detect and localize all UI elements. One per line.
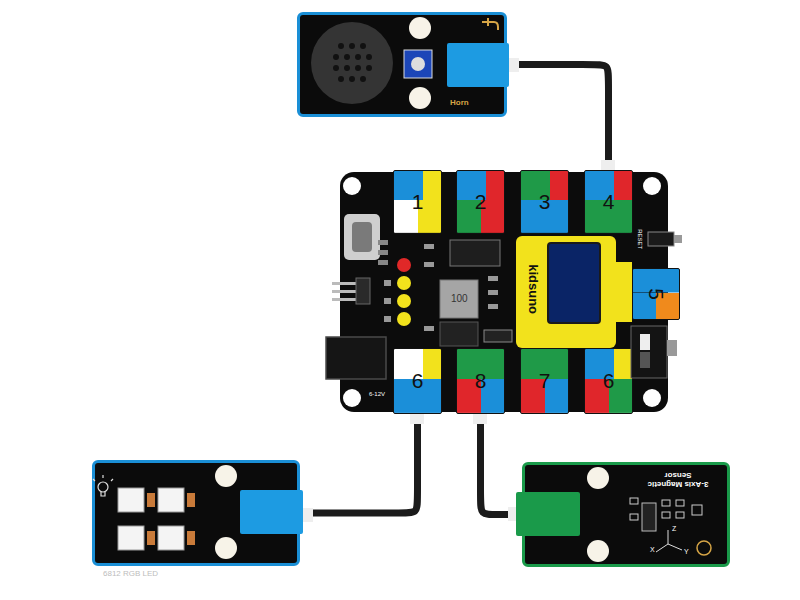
cable — [300, 414, 418, 513]
port-socket: 5 — [632, 268, 680, 320]
port-socket: 6 — [584, 348, 633, 414]
port-socket: 6 — [393, 348, 442, 414]
port-socket: 4 — [584, 170, 633, 234]
port-number: 3 — [521, 171, 568, 233]
horn-module: Horn — [297, 12, 507, 117]
voltage-label: 6-12V — [369, 391, 385, 398]
port-number: 7 — [521, 349, 568, 413]
rgb-led-module: 6812 RGB LED — [92, 460, 300, 566]
axis-label: Y — [684, 548, 689, 556]
component-value: 100 — [451, 293, 468, 304]
port-number: 5 — [631, 271, 681, 317]
port-number: 1 — [394, 171, 441, 233]
magnetic-sensor-module: 3-Axis Magnetic Sensor — [522, 462, 730, 567]
port-number: 4 — [585, 171, 632, 233]
button-label: RESET — [637, 226, 644, 252]
port-number: 2 — [457, 171, 504, 233]
port-socket: 8 — [456, 348, 505, 414]
reset-button-cap — [674, 235, 682, 243]
port-number: 6 — [394, 349, 441, 413]
module-name: Horn — [450, 99, 469, 108]
port-socket: 3 — [520, 170, 569, 234]
port-socket: 7 — [520, 348, 569, 414]
cable — [481, 414, 523, 515]
port-socket: 1 — [393, 170, 442, 234]
port-number: 8 — [457, 349, 504, 413]
module-name: 6812 RGB LED — [103, 570, 158, 579]
port-socket: 2 — [456, 170, 505, 234]
axis-label: Z — [672, 525, 676, 533]
brand-name: kidsuno — [526, 254, 540, 324]
module-name: 3-Axis Magnetic Sensor — [635, 470, 721, 488]
switch-lever — [667, 340, 677, 356]
controller-board: kidsuno123456876 — [340, 172, 668, 412]
port-number: 6 — [585, 349, 632, 413]
cable — [507, 65, 609, 171]
axis-label: X — [650, 546, 655, 554]
